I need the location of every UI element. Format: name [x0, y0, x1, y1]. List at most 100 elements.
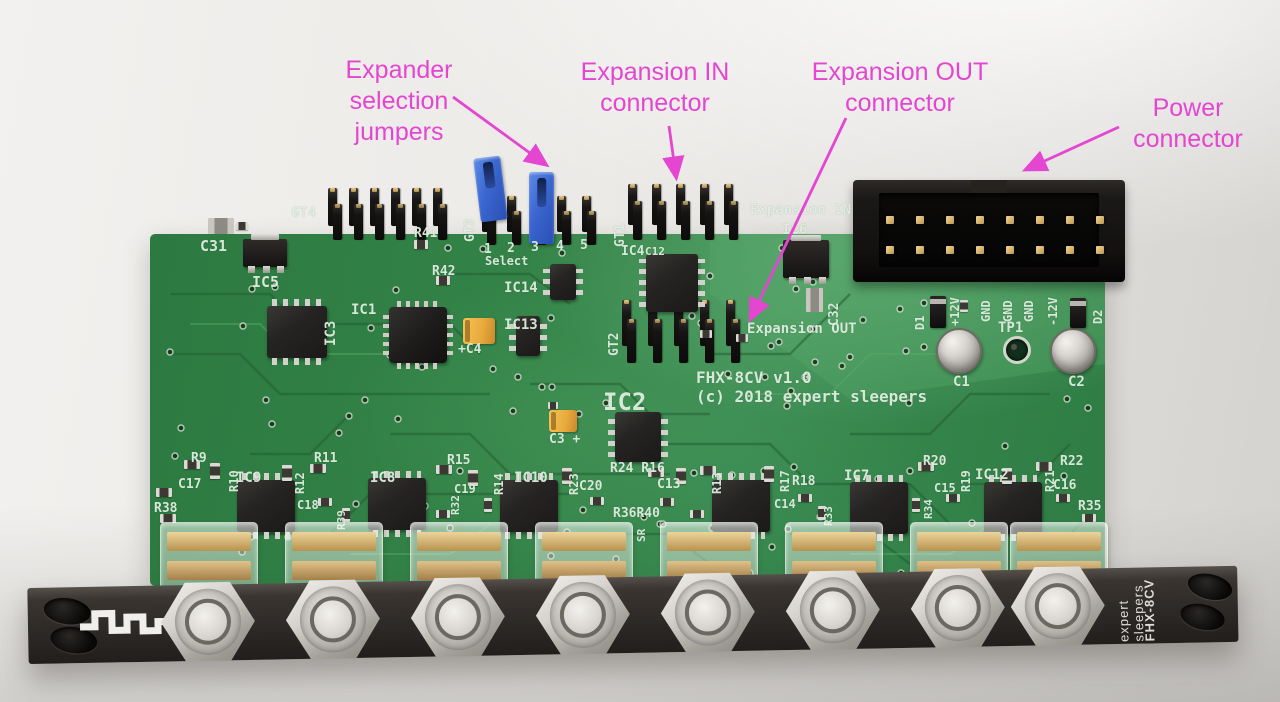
header-pin-tip [702, 184, 707, 188]
annotation-line: connector [845, 89, 955, 117]
silkscreen-label: 2 [507, 241, 515, 256]
smd-passive [946, 494, 960, 502]
jack-contact [542, 532, 626, 551]
silkscreen-label: IC4 [621, 244, 645, 259]
header-pin-tip [509, 196, 514, 200]
header-pin [653, 319, 662, 363]
header-pin-tip [707, 319, 712, 323]
header-pin-tip [356, 204, 361, 208]
header-pin-tip [655, 319, 660, 323]
testpoint-tp1 [1003, 336, 1031, 364]
silkscreen-label: IC5 [252, 273, 280, 291]
header-pin [562, 211, 571, 245]
chip-ic10 [500, 473, 558, 539]
smd-passive [700, 466, 716, 475]
header-pin-tip [678, 184, 683, 188]
power-pin [886, 216, 894, 224]
regulator-lead [262, 266, 270, 273]
smd-passive [700, 330, 712, 338]
silkscreen-label: C2 [1068, 374, 1085, 390]
annotation-line: selection [349, 87, 449, 115]
silkscreen-label: R38 [154, 501, 178, 516]
power-pin [886, 246, 894, 254]
silkscreen-label: IC9 [236, 470, 262, 486]
silkscreen-label: R24 R16 [610, 461, 665, 476]
header-pin-tip [435, 188, 440, 192]
header-pin [433, 188, 442, 226]
jack-contact [417, 532, 501, 551]
header-pin-tip [414, 188, 419, 192]
power-pin [946, 216, 954, 224]
header-pin-tip [659, 201, 664, 205]
smd-passive [660, 498, 674, 506]
silkscreen-label: IC2 [603, 388, 647, 416]
power-pin [1036, 246, 1044, 254]
smd-passive [468, 470, 478, 486]
header-pin [627, 319, 636, 363]
silkscreen-label: +C4 [458, 342, 482, 357]
silkscreen-label: TP1 [998, 320, 1024, 336]
annotation-line: Expansion OUT [811, 58, 989, 86]
smd-passive [960, 300, 968, 312]
smd-passive [184, 460, 200, 469]
capacitor-c4 [463, 318, 495, 344]
silkscreen-label: Select [485, 254, 529, 268]
capacitor-c1 [936, 328, 982, 374]
silkscreen-label: C20 [579, 479, 603, 494]
header-pin-tip [377, 204, 382, 208]
silkscreen-label: C18 [297, 498, 319, 512]
silkscreen-label: Expansion OUT [747, 321, 857, 337]
capacitor-c3 [549, 410, 577, 432]
smd-passive [484, 498, 492, 512]
silkscreen-label: (c) 2018 expert sleepers [696, 387, 928, 406]
header-pin-tip [624, 300, 629, 304]
power-pin [976, 246, 984, 254]
header-pin-tip [419, 204, 424, 208]
power-pin [916, 216, 924, 224]
header-pin [622, 300, 631, 346]
smd-passive [764, 466, 774, 482]
silkscreen-label: IC12 [975, 467, 1009, 483]
smd-passive [414, 240, 428, 249]
header-pin [396, 204, 405, 240]
jack-contact [667, 532, 751, 551]
silkscreen-label: R11 [314, 451, 338, 466]
silkscreen-label: R9 [191, 451, 207, 466]
header-pin [676, 184, 685, 225]
chip-ic1 [383, 301, 453, 369]
capacitor-c2 [1050, 328, 1096, 374]
header-pin-tip [654, 184, 659, 188]
power-pin [946, 246, 954, 254]
header-pin-tip [335, 204, 340, 208]
header-pin [582, 196, 591, 232]
header-pin-tip [514, 211, 519, 215]
smd-passive [548, 402, 558, 409]
header-pin [391, 188, 400, 226]
jack-contact [167, 532, 251, 551]
annotation-line: jumpers [354, 118, 444, 146]
header-pin-tip [629, 319, 634, 323]
smd-passive [798, 494, 812, 502]
header-pin-tip [584, 196, 589, 200]
silkscreen-label: C1 [953, 374, 970, 390]
power-pin [1096, 216, 1104, 224]
smd-passive [1002, 468, 1012, 484]
header-pin [726, 300, 735, 346]
power-pin [976, 216, 984, 224]
smd-passive [1036, 462, 1052, 471]
header-pin [349, 188, 358, 226]
silkscreen-label: C31 [200, 237, 228, 255]
silkscreen-label: IC10 [514, 470, 548, 486]
header-pin [729, 201, 738, 240]
header-pin [587, 211, 596, 245]
header-pin-tip [726, 184, 731, 188]
header-pin [412, 188, 421, 226]
smd-passive [436, 276, 450, 285]
silkscreen-label: 5 [580, 238, 588, 253]
header-pin [633, 201, 642, 240]
header-pin-tip [733, 319, 738, 323]
chip-ic3 [267, 299, 327, 365]
smd-passive [236, 222, 248, 230]
silkscreen-label: C3 + [549, 432, 581, 447]
